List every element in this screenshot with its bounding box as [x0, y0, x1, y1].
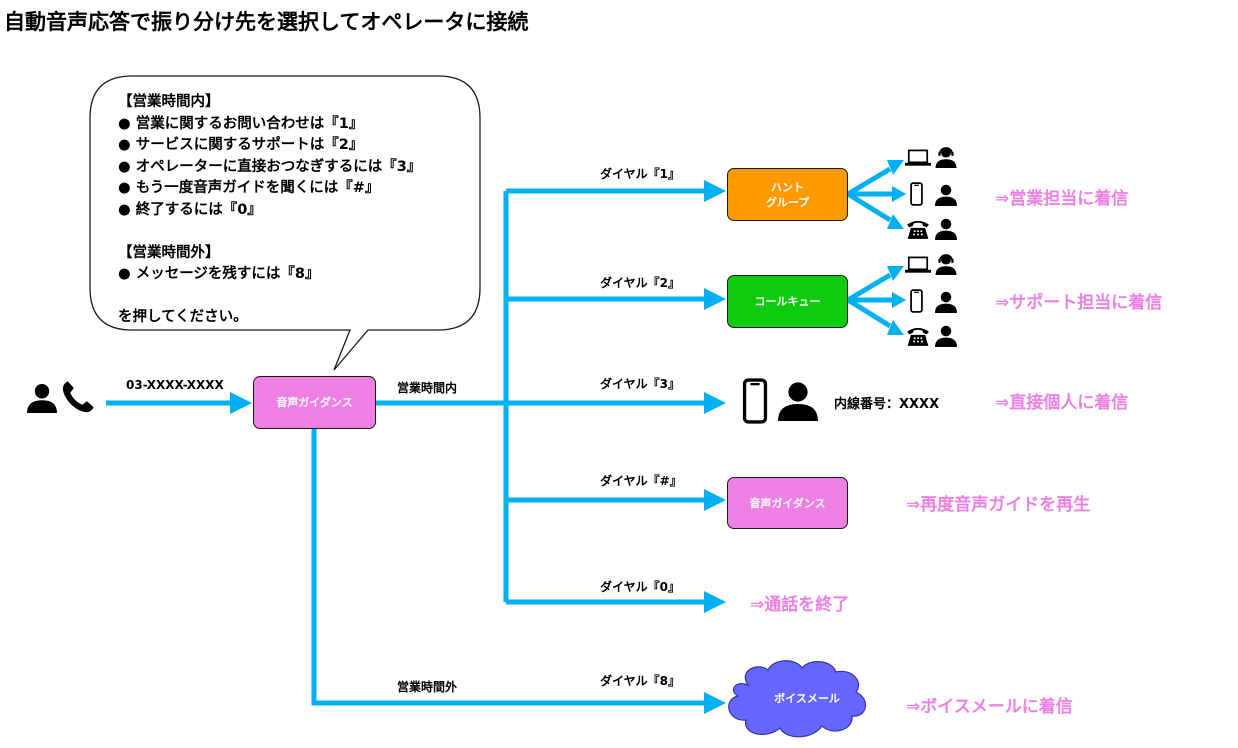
person-icon: [935, 291, 957, 313]
guidance-node-label: 音声ガイダンス: [276, 396, 353, 409]
bubble-line: 【営業時間内】: [118, 94, 220, 110]
smartphone-icon: [910, 289, 923, 313]
business-hours-label: 営業時間内: [397, 381, 458, 395]
bubble-line: 【営業時間外】: [118, 244, 220, 261]
desk-phone-icon: [907, 327, 929, 346]
headset-person-icon: [935, 146, 957, 168]
smartphone-icon: [910, 182, 923, 206]
smartphone-icon: [742, 378, 768, 424]
headset-person-icon: [935, 253, 957, 275]
voicemail-label: ボイスメール: [774, 692, 840, 705]
laptop-icon: [905, 256, 931, 274]
hunt-group-label-line1: ハント: [771, 180, 804, 194]
call-queue-node: コールキュー: [727, 275, 848, 328]
dial-0-label: ダイヤル『0』: [600, 580, 680, 594]
caller-person-icon: [27, 384, 57, 413]
guidance-repeat-label: 音声ガイダンス: [749, 496, 826, 510]
hunt-group-label-line2: グループ: [765, 195, 810, 209]
guidance-node: 音声ガイダンス: [253, 376, 376, 429]
after-hours-label: 営業時間外: [397, 680, 458, 694]
dial-3-label: ダイヤル『3』: [600, 377, 680, 391]
result-voicemail: ⇒ボイスメールに着信: [906, 697, 1073, 717]
caller-phone-number: 03-XXXX-XXXX: [126, 378, 224, 392]
person-icon: [778, 382, 818, 421]
result-replay: ⇒再度音声ガイドを再生: [906, 495, 1091, 515]
dial-hash-label: ダイヤル『#』: [600, 474, 682, 488]
bubble-line: ● サービスに関するサポートは『2』: [118, 137, 364, 153]
dial-8-label: ダイヤル『8』: [600, 674, 680, 688]
guidance-bubble-text: 【営業時間内】 ● 営業に関するお問い合わせは『1』 ● サービスに関するサポー…: [118, 92, 421, 329]
guidance-repeat-node: 音声ガイダンス: [727, 477, 848, 529]
person-icon: [935, 184, 957, 206]
extension-label: 内線番号：XXXX: [834, 397, 940, 412]
desk-phone-icon: [907, 220, 929, 239]
bubble-line: ● 終了するには『0』: [118, 201, 262, 218]
call-queue-label: コールキュー: [754, 295, 821, 308]
bubble-line: ● オペレーターに直接おつなぎするには『3』: [118, 158, 422, 175]
laptop-icon: [905, 149, 931, 167]
speech-bubble: [89, 75, 481, 371]
result-support: ⇒サポート担当に着信: [995, 293, 1163, 313]
bubble-line: [118, 286, 421, 308]
bubble-line: ● もう一度音声ガイドを聞くには『#』: [118, 180, 380, 196]
person-icon: [935, 218, 957, 240]
result-end: ⇒通話を終了: [750, 595, 850, 615]
bubble-line: ● メッセージを残すには『8』: [118, 266, 320, 282]
voicemail-cloud: [728, 660, 867, 738]
dial-1-label: ダイヤル『1』: [600, 167, 680, 181]
hunt-group-node: ハントグループ: [727, 168, 848, 221]
result-direct: ⇒直接個人に着信: [995, 393, 1129, 413]
phone-handset-icon: [62, 381, 94, 413]
bubble-line: ● 営業に関するお問い合わせは『1』: [118, 115, 364, 132]
person-icon: [935, 325, 957, 347]
dial-2-label: ダイヤル『2』: [600, 276, 680, 290]
result-sales: ⇒営業担当に着信: [995, 189, 1129, 209]
bubble-line: [118, 221, 421, 243]
bubble-line: を押してください。: [118, 309, 248, 325]
page-title: 自動音声応答で振り分け先を選択してオペレータに接続: [4, 10, 529, 34]
